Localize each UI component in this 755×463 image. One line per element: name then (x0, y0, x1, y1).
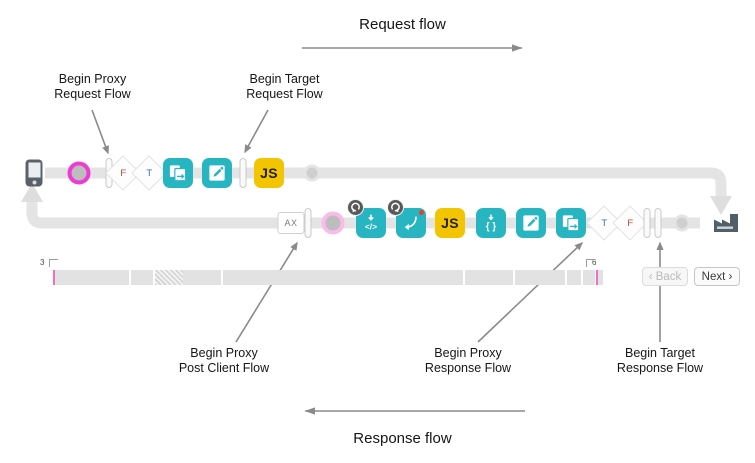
javascript-policy[interactable]: JS (254, 158, 284, 188)
code-brackets-glyph: </> (365, 214, 377, 231)
response-track (21, 183, 700, 229)
annotation-leaders (91, 109, 664, 343)
timeline-segment[interactable] (598, 270, 605, 285)
request-track (45, 167, 732, 215)
label-begin-target-response-flow: Begin Target Response Flow (616, 346, 704, 375)
diamond-label: T (146, 167, 152, 179)
json-policy-icon[interactable]: { } (476, 208, 506, 238)
svg-text:{ }: { } (486, 221, 497, 232)
extract-variables-policy-icon[interactable]: </> (347, 199, 386, 238)
braces-glyph: { } (486, 214, 497, 232)
diamond-label: F (627, 217, 633, 229)
error-indicator-dot (419, 210, 424, 215)
route-policy-icon[interactable] (163, 158, 193, 188)
leader-begin-target-request (244, 109, 269, 154)
pencil-glyph (523, 215, 539, 231)
timeline-playhead-end[interactable] (596, 270, 598, 285)
timeline-segment[interactable] (515, 270, 567, 285)
endpoint-dot[interactable] (303, 164, 321, 182)
timeline-segment[interactable] (185, 270, 223, 285)
factory-glyph (714, 214, 738, 232)
flow-separator-bar (654, 208, 662, 238)
flow-separator-bar (239, 158, 247, 188)
response-flow-title: Response flow (353, 430, 452, 447)
diamond-label: T (601, 217, 607, 229)
post-client-flowhook-ring[interactable] (321, 211, 345, 235)
timeline-segment[interactable] (583, 270, 597, 285)
fault-rule-badge-icon[interactable] (347, 199, 364, 216)
timeline-left-marker: 3 (40, 258, 45, 267)
raise-fault-policy-icon[interactable] (387, 199, 426, 238)
curved-arrow-glyph (404, 216, 417, 231)
svg-text:</>: </> (365, 221, 377, 231)
ax-label: AX (284, 218, 298, 228)
route-policy-icon[interactable] (556, 208, 586, 238)
flow-separator-bar (643, 208, 651, 238)
timeline-playhead[interactable] (53, 270, 55, 285)
leader-begin-post-client (235, 241, 298, 343)
route-glyph (562, 215, 580, 232)
pencil-glyph (209, 165, 225, 181)
timeline-track[interactable] (53, 270, 605, 285)
target-server-icon (712, 211, 740, 233)
assign-message-policy-icon[interactable] (202, 158, 232, 188)
assign-message-policy-icon[interactable] (516, 208, 546, 238)
proxy-request-flowhook-ring[interactable] (67, 161, 91, 185)
timeline-segment[interactable] (223, 270, 465, 285)
flow-separator-bar (304, 208, 312, 238)
label-begin-proxy-request-flow: Begin Proxy Request Flow (54, 72, 131, 101)
client-phone-icon (25, 159, 43, 187)
request-flow-title: Request flow (359, 16, 446, 33)
timeline-segment[interactable] (567, 270, 583, 285)
js-label: JS (260, 165, 278, 181)
timeline-segment[interactable] (55, 270, 131, 285)
js-label: JS (441, 215, 459, 231)
route-glyph (169, 165, 187, 182)
timeline-right-marker: 6 (592, 258, 597, 267)
label-begin-proxy-post-client-flow: Begin Proxy Post Client Flow (178, 346, 270, 375)
endpoint-dot[interactable] (673, 214, 691, 232)
timeline-segment[interactable] (131, 270, 155, 285)
next-button[interactable]: Next › (694, 267, 740, 286)
javascript-policy[interactable]: JS (435, 208, 465, 238)
label-begin-target-request-flow: Begin Target Request Flow (246, 72, 323, 101)
ax-analytics-box[interactable]: AX (277, 212, 305, 234)
label-begin-proxy-response-flow: Begin Proxy Response Flow (424, 346, 512, 375)
back-button[interactable]: ‹ Back (642, 267, 688, 286)
diamond-label: F (120, 167, 126, 179)
timeline-segment[interactable] (465, 270, 515, 285)
leader-begin-proxy-request (91, 109, 109, 155)
timeline-segment-hatched[interactable] (155, 270, 183, 285)
leader-begin-proxy-response (477, 242, 584, 343)
fault-rule-badge-icon[interactable] (387, 199, 404, 216)
